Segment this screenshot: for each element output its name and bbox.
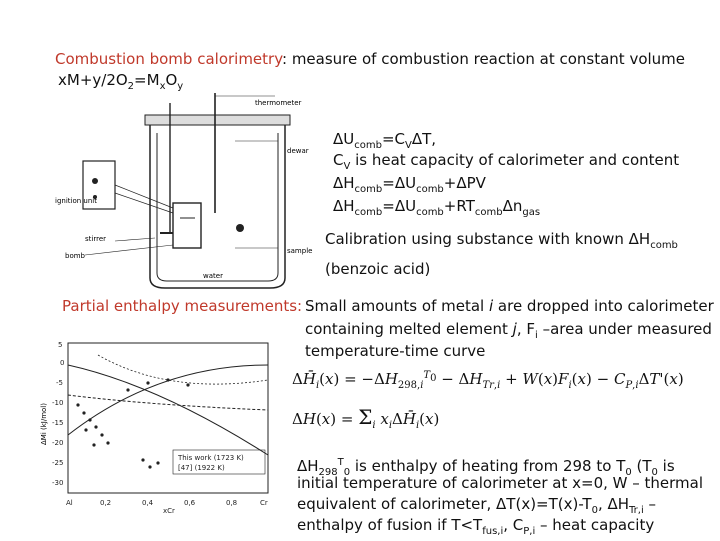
x-left-label: Al [66, 499, 73, 507]
partial-line-2: containing melted element j, Fi –area un… [305, 320, 712, 341]
bottom-line-2: initial temperature of calorimeter at x=… [297, 474, 704, 492]
point [88, 418, 92, 422]
calibration-line-2: (benzoic acid) [325, 260, 431, 278]
bottom-line-4: enthalpy of fusion if T<Tfus,i, CP,i – h… [297, 516, 655, 537]
partial-label: Partial enthalpy measurements: [62, 297, 303, 315]
bottom-line-1: ΔH298T0 is enthalpy of heating from 298 … [297, 457, 675, 478]
point [186, 383, 190, 387]
equation-3: ΔHcomb=ΔUcomb+ΔPV [333, 174, 486, 195]
partial-line-3: temperature-time curve [305, 342, 486, 360]
x-tick-2: 0,4 [142, 499, 154, 507]
point [126, 388, 130, 392]
legend-text: This work (1723 K) [177, 454, 244, 462]
y-tick-m25: -25 [52, 459, 63, 467]
x-tick-4: 0,8 [226, 499, 237, 507]
y-tick-m30: -30 [52, 479, 63, 487]
legend-box [172, 449, 266, 475]
point [148, 465, 152, 469]
label-bomb: bomb [65, 252, 86, 260]
y-tick-m5: -5 [56, 379, 63, 387]
partial-enthalpy-chart: 5 0 -5 -10 -15 -20 -25 -30 Al 0,2 0,4 0,… [38, 335, 278, 515]
calorimeter-diagram: thermometer ignition unit dewar stirrer … [55, 93, 330, 298]
x-axis-label: xCr [163, 507, 175, 515]
label-stirrer: stirrer [85, 235, 106, 243]
curve-1 [67, 364, 269, 456]
calibration-line-1: Calibration using substance with known Δ… [325, 230, 678, 251]
formula-2: ΔH(x) = Σi xiΔH̄i(x) [292, 405, 440, 431]
point [166, 378, 170, 382]
point [84, 428, 88, 432]
title-rest: : measure of combustion reaction at cons… [282, 50, 686, 68]
bottom-line-3: equivalent of calorimeter, ΔT(x)=T(x)-T0… [297, 495, 657, 516]
point [94, 425, 98, 429]
label-sample: sample [287, 247, 312, 255]
point [82, 411, 86, 415]
point [76, 403, 80, 407]
x-tick-3: 0,6 [184, 499, 196, 507]
point [100, 433, 104, 437]
point [156, 461, 160, 465]
y-tick-5: 5 [58, 341, 62, 349]
point [92, 443, 96, 447]
formula-1: ΔH̄i(x) = −ΔH298,iT0 − ΔHTr,i + W(x)Fi(x… [292, 370, 684, 391]
title-label: Combustion bomb calorimetry [55, 50, 282, 68]
curve-3 [67, 394, 269, 411]
y-tick-m15: -15 [52, 419, 63, 427]
equation-1: ΔUcomb=CVΔT, [333, 130, 437, 151]
partial-line-1: Small amounts of metal i are dropped int… [305, 297, 714, 315]
point [141, 458, 145, 462]
label-thermometer: thermometer [255, 99, 302, 107]
slide-title: Combustion bomb calorimetry: measure of … [55, 50, 685, 69]
equation-2: CV is heat capacity of calorimeter and c… [333, 151, 680, 172]
y-tick-0: 0 [60, 359, 64, 367]
point [146, 381, 150, 385]
x-right-label: Cr [260, 499, 268, 507]
x-tick-1: 0,2 [100, 499, 111, 507]
label-ignition: ignition unit [55, 197, 97, 205]
y-tick-m10: -10 [52, 399, 63, 407]
reaction-equation: xM+y/2O2=MxOy [58, 71, 184, 92]
label-water: water [203, 272, 223, 280]
y-tick-m20: -20 [52, 439, 63, 447]
legend-text-2: [47] (1922 K) [178, 464, 225, 472]
point [106, 441, 110, 445]
label-dewar: dewar [287, 147, 309, 155]
y-axis-label: ΔMi (kJ/mol) [40, 403, 48, 445]
equation-4: ΔHcomb=ΔUcomb+RTcombΔngas [333, 197, 541, 218]
scatter-points [76, 378, 190, 469]
